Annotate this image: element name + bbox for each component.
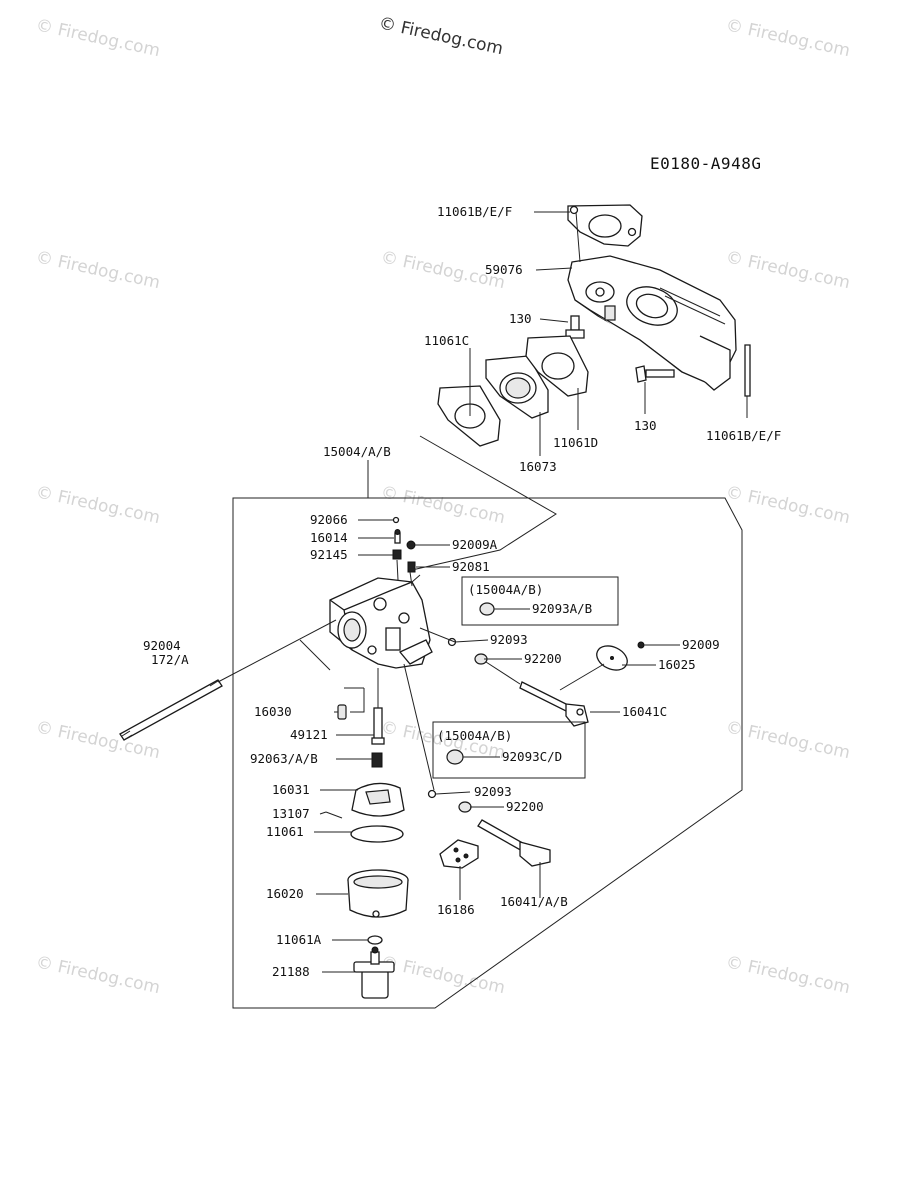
- part-label-11061A: 11061A: [276, 932, 322, 947]
- watermark-text: © Firedog.com: [724, 15, 852, 61]
- part-label-92093-upper: 92093: [490, 632, 528, 647]
- part-label-11061D: 11061D: [553, 435, 598, 450]
- assembly-boundary: [232, 497, 743, 1009]
- valve-16186-shape: [439, 839, 479, 869]
- part-label-92093AB: 92093A/B: [532, 601, 592, 616]
- part-label-13107: 13107: [272, 806, 310, 821]
- intake-manifold-drawing: [567, 255, 737, 391]
- bowl-16020-shape: [347, 869, 409, 918]
- manifold-gasket-top-drawing: [567, 204, 643, 247]
- gasket-11061C-drawing: [437, 385, 501, 447]
- float-16031-shape: [351, 782, 405, 817]
- box-lower-title: (15004A/B): [437, 728, 512, 743]
- shaft-16041C-shape: [519, 681, 589, 727]
- part-label-16030: 16030: [254, 704, 292, 719]
- part-label-11061: 11061: [266, 824, 304, 839]
- part-label-11061BEF-bottom: 11061B/E/F: [706, 428, 781, 443]
- carburetor-body-drawing: [329, 574, 433, 669]
- part-label-172A: 172/A: [151, 652, 189, 667]
- watermark-top: © Firedog.com: [377, 13, 505, 59]
- watermark-text: © Firedog.com: [724, 717, 852, 763]
- part-label-92009: 92009: [682, 637, 720, 652]
- washer-11061A-shape: [367, 935, 383, 945]
- pin-13107-shape: [325, 811, 343, 819]
- spring-92145-shape: [392, 549, 402, 560]
- valve-16025-shape: [596, 645, 628, 671]
- part-label-92063AB: 92063/A/B: [250, 751, 318, 766]
- part-label-16041C: 16041C: [622, 704, 667, 719]
- gasket-11061D-drawing: [525, 335, 589, 397]
- part-label-11061BEF-top: 11061B/E/F: [437, 204, 512, 219]
- screw-92009A-shape: [406, 540, 416, 550]
- watermark-text: © Firedog.com: [34, 952, 162, 998]
- stud-92004-shape: [119, 679, 223, 741]
- box-upper-title: (15004A/B): [468, 582, 543, 597]
- part-label-92200-upper: 92200: [524, 651, 562, 666]
- nut-92093AB-shape: [479, 602, 530, 616]
- part-label-16025: 16025: [658, 657, 696, 672]
- watermark-text: © Firedog.com: [379, 952, 507, 998]
- shaft-16041AB-shape: [477, 819, 551, 867]
- needle-49121-shape: [371, 707, 385, 745]
- watermark-top-text: © Firedog.com: [377, 13, 505, 59]
- screw-92009-shape: [637, 641, 645, 649]
- part-label-130-upper: 130: [509, 311, 532, 326]
- part-label-15004AB: 15004/A/B: [323, 444, 391, 459]
- part-label-16014: 16014: [310, 530, 348, 545]
- part-label-130-lower: 130: [634, 418, 657, 433]
- alt-part-box-upper: [461, 576, 619, 626]
- part-label-92009A: 92009A: [452, 537, 498, 552]
- bolt-130-upper-drawing: [565, 315, 585, 339]
- washer-92093-lower-shape: [427, 789, 437, 799]
- jet-92063AB-shape: [371, 752, 383, 768]
- alt-part-box-lower: [432, 721, 586, 779]
- watermark-text: © Firedog.com: [724, 247, 852, 293]
- watermark-text: © Firedog.com: [34, 15, 162, 61]
- part-label-92093-lower: 92093: [474, 784, 512, 799]
- part-label-92093CD: 92093C/D: [502, 749, 562, 764]
- part-label-92200-lower: 92200: [506, 799, 544, 814]
- part-label-92145: 92145: [310, 547, 348, 562]
- watermark-text: © Firedog.com: [34, 482, 162, 528]
- part-label-16041AB: 16041/A/B: [500, 894, 568, 909]
- spring-92081-shape: [407, 561, 416, 573]
- diagram-code: E0180-A948G: [650, 154, 761, 173]
- jet-16030-shape: [337, 704, 347, 720]
- part-label-16073: 16073: [519, 459, 557, 474]
- part-label-16020: 16020: [266, 886, 304, 901]
- screw-16014-shape: [394, 529, 401, 544]
- part-92066-shape: [392, 516, 400, 524]
- part-label-92081: 92081: [452, 559, 490, 574]
- part-label-16186: 16186: [437, 902, 475, 917]
- part-label-11061C: 11061C: [424, 333, 469, 348]
- leader-lines: [217, 211, 680, 973]
- manifold-gasket-right-drawing: [744, 344, 751, 418]
- bolt-130-lower-drawing: [635, 365, 675, 383]
- part-label-21188: 21188: [272, 964, 310, 979]
- part-label-92004: 92004: [143, 638, 181, 653]
- solenoid-21188-shape: [353, 946, 395, 999]
- part-label-49121: 49121: [290, 727, 328, 742]
- part-label-16031: 16031: [272, 782, 310, 797]
- seal-92200-lower-shape: [458, 801, 472, 813]
- gasket-11061-shape: [350, 825, 404, 843]
- watermark-text: © Firedog.com: [724, 482, 852, 528]
- part-label-59076: 59076: [485, 262, 523, 277]
- part-label-92066: 92066: [310, 512, 348, 527]
- watermark-text: © Firedog.com: [724, 952, 852, 998]
- watermark-text: © Firedog.com: [34, 247, 162, 293]
- nut-92093CD-shape: [446, 749, 500, 765]
